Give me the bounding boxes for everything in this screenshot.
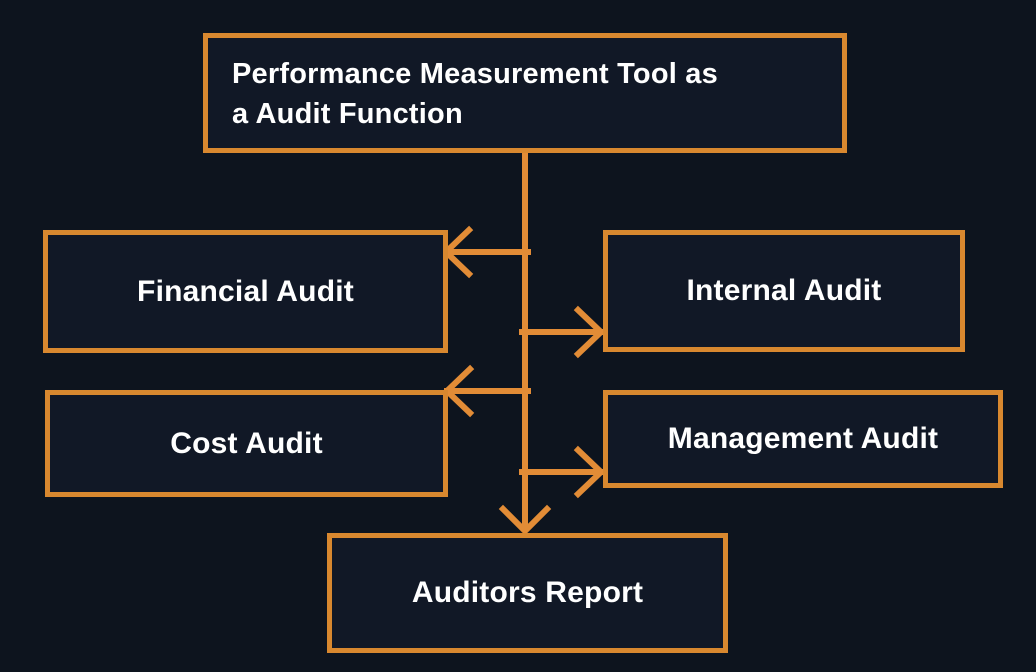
node-label: Internal Audit bbox=[686, 274, 882, 307]
arrowhead-right-internal-icon bbox=[573, 305, 606, 359]
node-cost-audit: Cost Audit bbox=[45, 390, 448, 497]
node-financial-audit: Financial Audit bbox=[43, 230, 448, 353]
node-internal-audit: Internal Audit bbox=[603, 230, 965, 352]
arrowhead-down-report-icon bbox=[498, 504, 552, 536]
node-label: Performance Measurement Tool as a Audit … bbox=[232, 58, 718, 130]
node-label: Management Audit bbox=[667, 422, 939, 455]
node-label: Financial Audit bbox=[137, 274, 354, 308]
node-performance-measurement-tool: Performance Measurement Tool as a Audit … bbox=[203, 33, 847, 153]
node-label: Auditors Report bbox=[411, 576, 644, 609]
node-label: Cost Audit bbox=[170, 426, 323, 460]
node-auditors-report: Auditors Report bbox=[327, 533, 728, 653]
arrowhead-right-management-icon bbox=[573, 445, 606, 499]
node-management-audit: Management Audit bbox=[603, 390, 1003, 488]
